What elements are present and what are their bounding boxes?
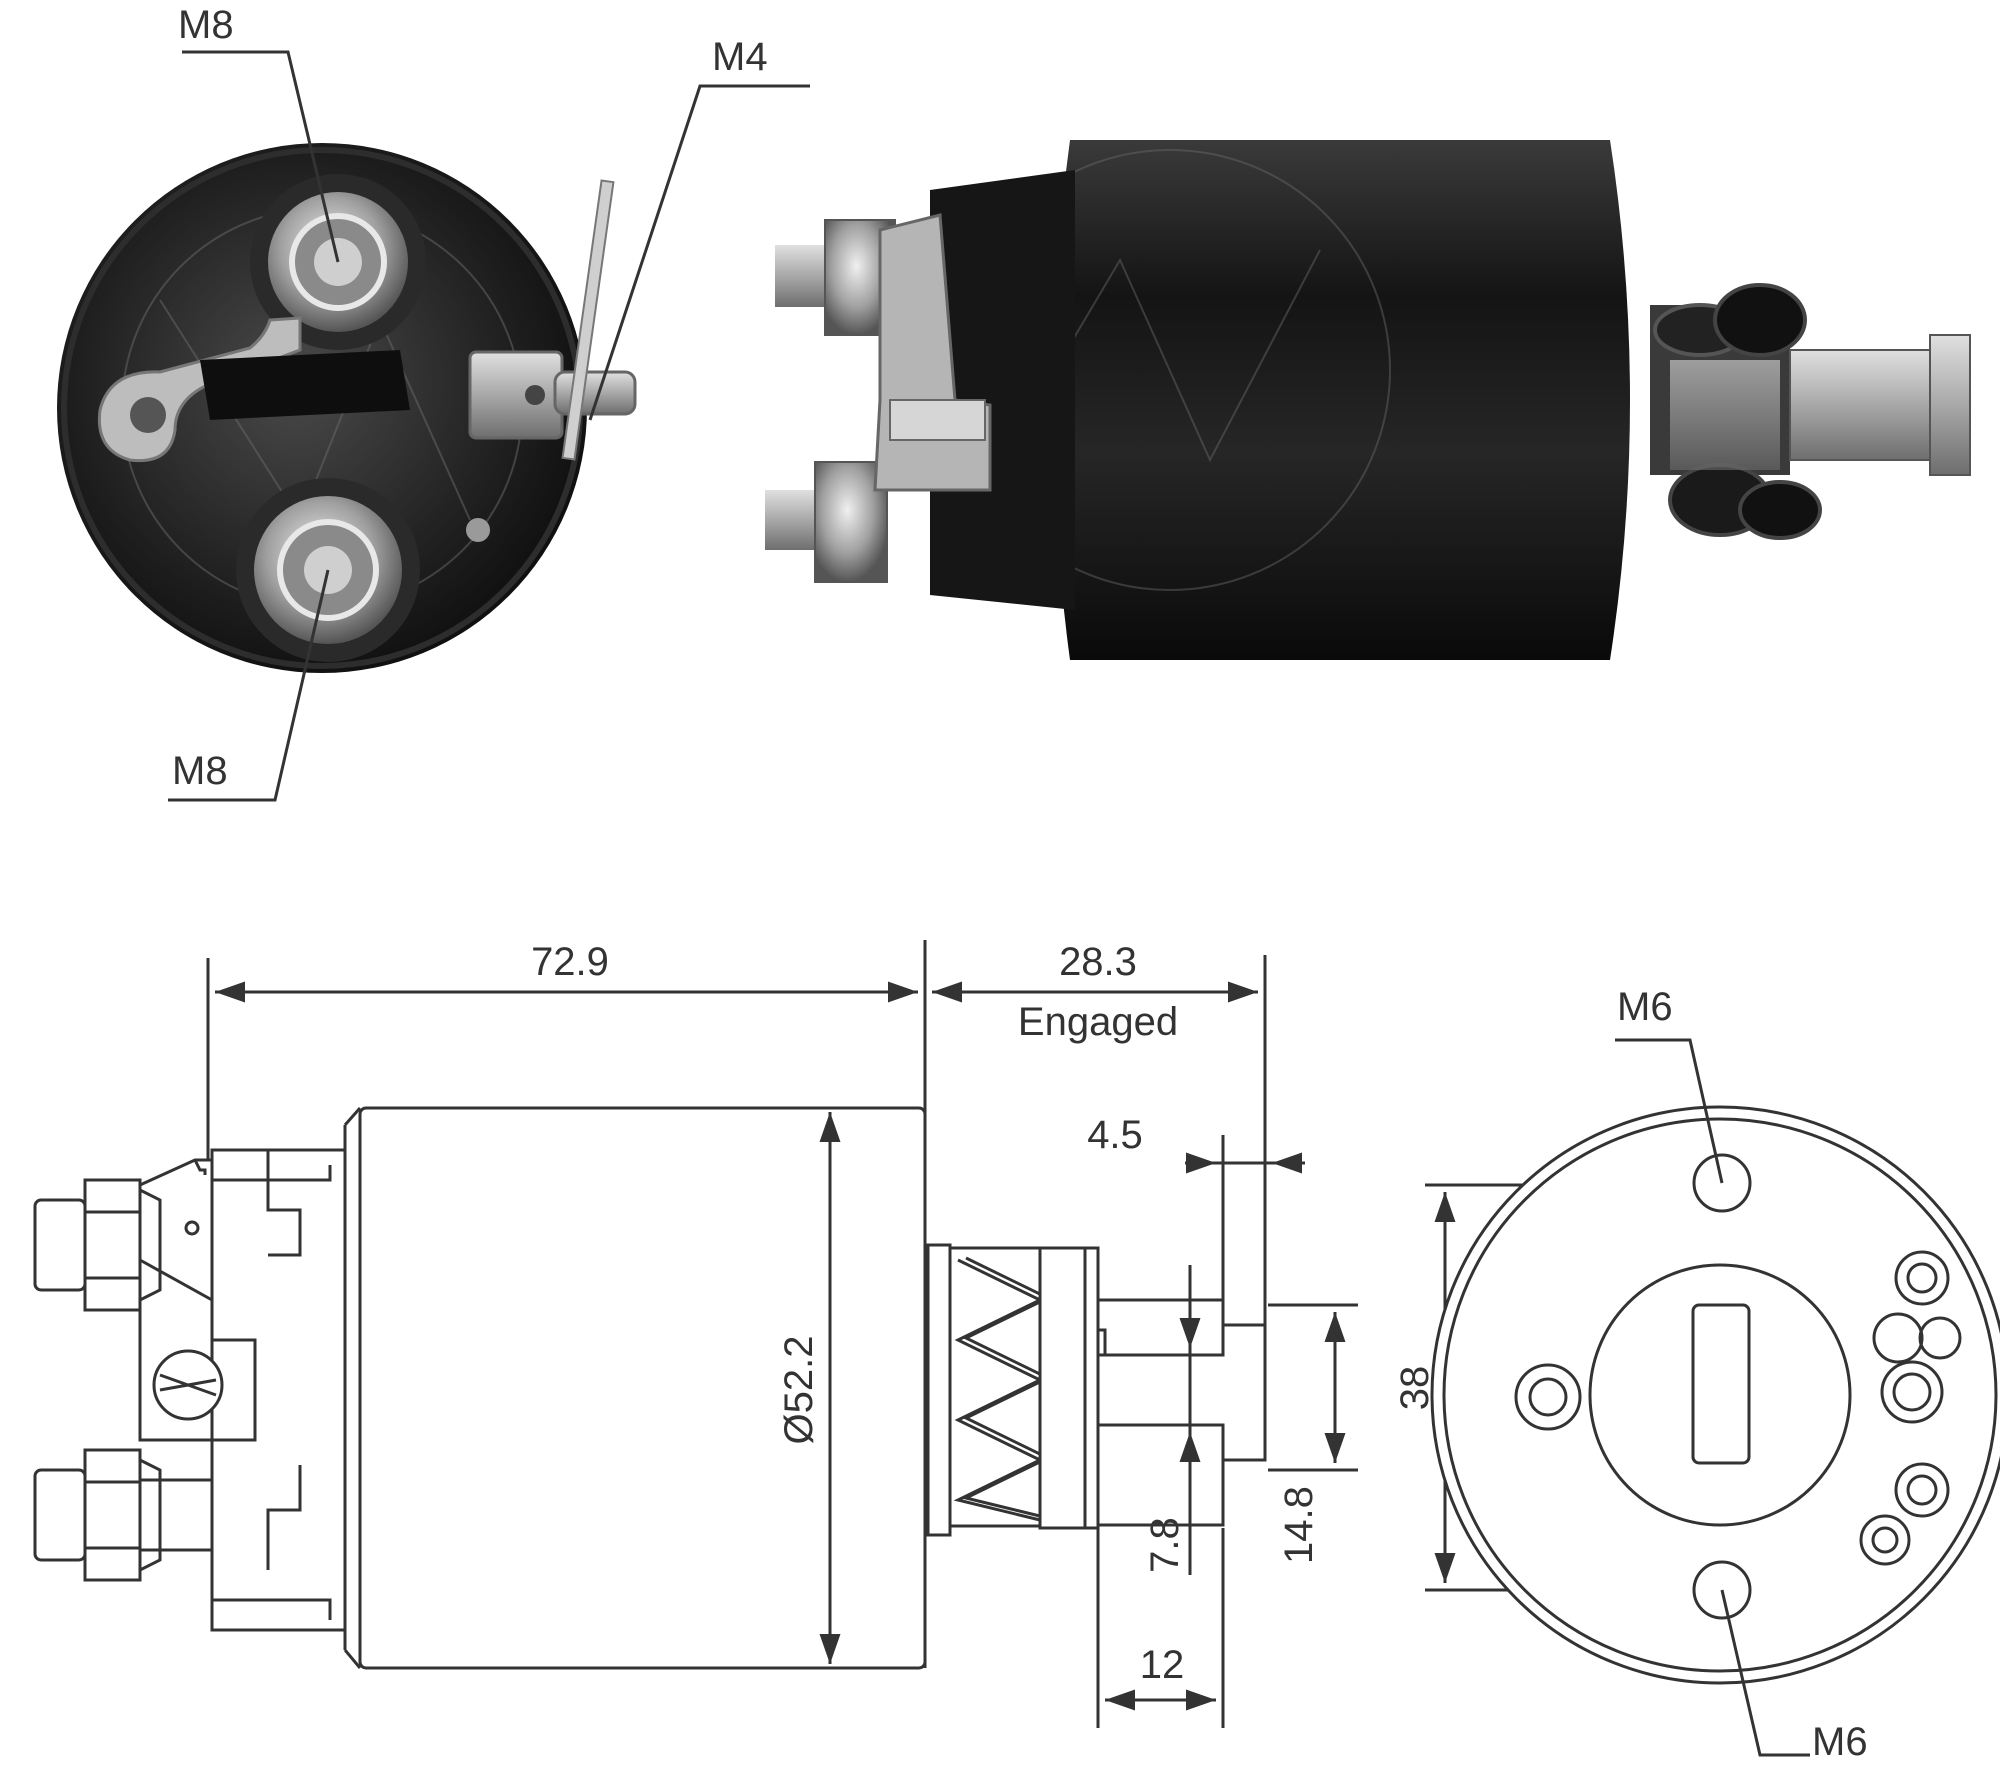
label-bottom-hole: M6 [1812,1720,1868,1764]
photo-side-view [765,140,1971,660]
drawing-side-view [33,1106,1267,1670]
terminal-bracket [97,316,302,463]
side-plunger [1789,334,1971,476]
label-top-hole: M6 [1617,985,1673,1029]
dim-plunger-width: 12 [1140,1643,1185,1687]
dimension-lines [206,940,1725,1728]
dim-body-length: 72.9 [531,940,609,984]
label-small-terminal: M4 [712,35,768,79]
small-terminal [468,179,637,461]
side-upper-stud [775,219,896,336]
drawing-end-view [1430,1038,2000,1757]
dim-plunger-head: 14.8 [1277,1486,1321,1564]
dim-mount-spacing: 38 [1393,1366,1437,1411]
photo-end-view [57,143,637,673]
side-lower-stud [765,461,888,583]
dim-plunger-slot: 4.5 [1087,1113,1143,1157]
label-bottom-terminal: M8 [172,749,228,793]
photo-labels [168,50,810,802]
dim-slot-width: 7.8 [1143,1517,1187,1573]
dim-engaged-travel: 28.3 [1059,940,1137,984]
dim-body-diameter: Ø52.2 [777,1336,821,1445]
label-top-terminal: M8 [178,3,234,47]
dim-engaged-caption: Engaged [1018,1000,1178,1044]
side-spring [1650,283,1822,540]
